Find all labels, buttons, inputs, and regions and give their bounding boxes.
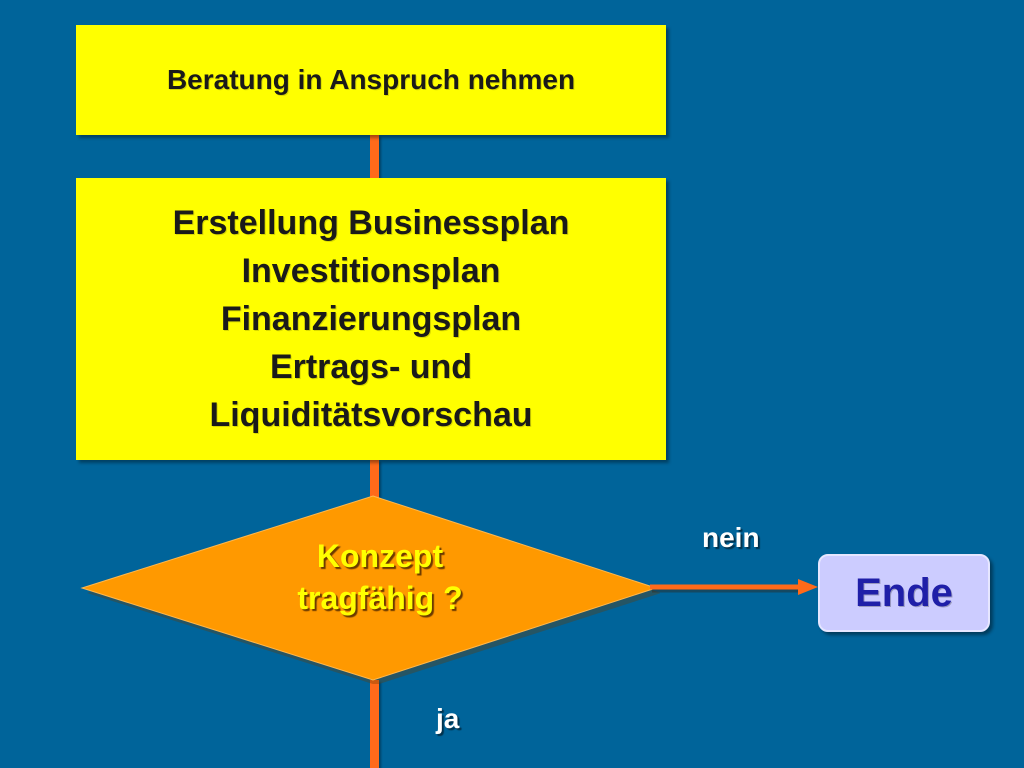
connector-decision-yes xyxy=(370,680,379,768)
connector-step2-decision xyxy=(370,460,379,500)
businessplan-line-3: Finanzierungsplan xyxy=(220,300,522,338)
process-box-beratung: Beratung in Anspruch nehmen xyxy=(76,25,666,135)
process-box-beratung-label: Beratung in Anspruch nehmen xyxy=(166,64,576,95)
decision-diamond xyxy=(80,495,660,684)
businessplan-line-4: Ertrags- und xyxy=(269,348,473,386)
process-box-businessplan: Erstellung Businessplan Investitionsplan… xyxy=(76,178,666,460)
connector-step1-step2 xyxy=(370,135,379,178)
businessplan-line-5: Liquiditätsvorschau xyxy=(209,396,533,434)
decision-line-1: Konzept xyxy=(316,538,444,574)
end-terminator-label: Ende xyxy=(855,570,953,615)
decision-question: Konzept tragfähig ? xyxy=(250,535,510,619)
businessplan-line-1: Erstellung Businessplan xyxy=(172,204,570,242)
businessplan-line-2: Investitionsplan xyxy=(241,252,501,290)
branch-label-ja: ja xyxy=(436,703,460,734)
decision-line-2: tragfähig ? xyxy=(297,580,463,616)
branch-label-nein: nein xyxy=(702,522,760,553)
arrow-decision-no xyxy=(650,579,818,595)
end-terminator: Ende xyxy=(818,554,990,632)
